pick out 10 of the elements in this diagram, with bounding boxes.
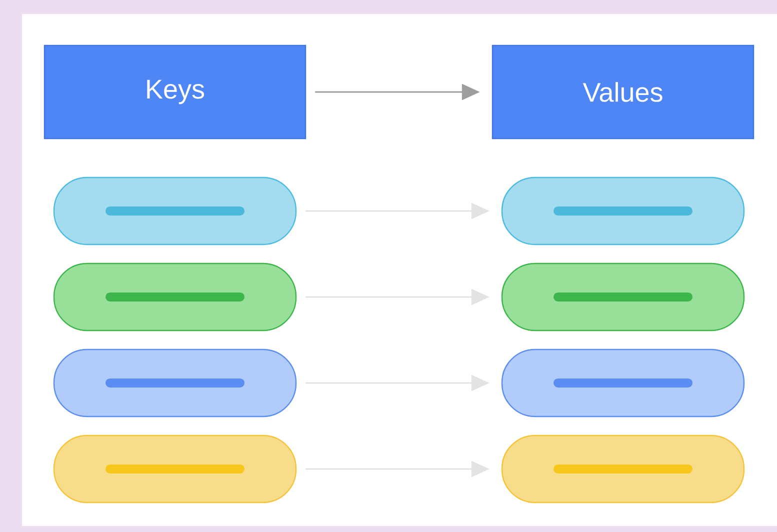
pill: [53, 348, 297, 418]
value-box: Values: [492, 44, 754, 140]
pill: [501, 434, 745, 504]
pill: [501, 348, 745, 418]
pill: [53, 176, 297, 246]
pill: [53, 262, 297, 332]
pill: [501, 176, 745, 246]
pill: [501, 262, 745, 332]
pill: [53, 434, 297, 504]
key-box: Keys: [44, 44, 306, 140]
